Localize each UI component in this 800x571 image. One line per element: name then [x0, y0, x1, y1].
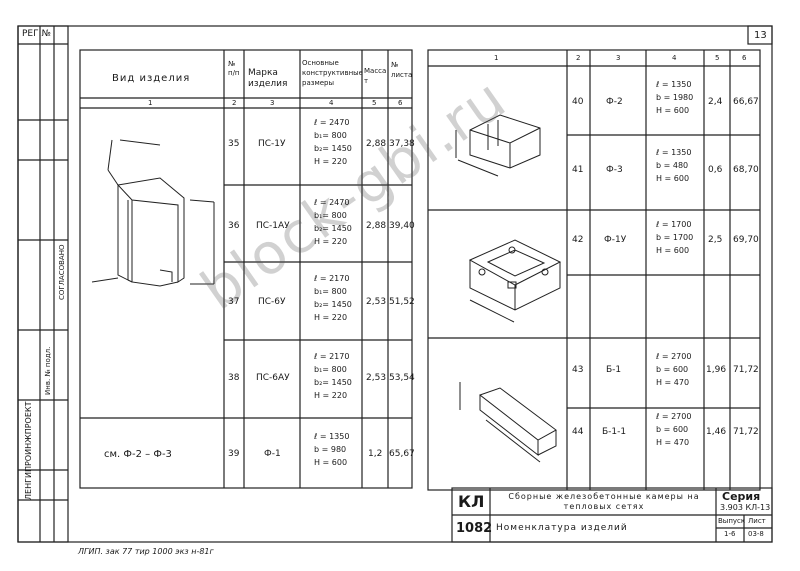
colnum-6: 6 — [398, 99, 403, 107]
list-value: 03-8 — [748, 530, 764, 538]
doc-title: Сборные железобетонные камеры на тепловы… — [508, 492, 700, 511]
footer-note: ЛГИП. зак 77 тир 1000 экз н-81г — [78, 547, 214, 556]
stamp-org: ЛЕНГИПРОИНЖПРОЕКТ — [24, 401, 33, 500]
seria-value: 3.903 КЛ-13 — [720, 503, 771, 512]
f2-sketch — [455, 114, 541, 177]
header-num: № п/п — [228, 60, 240, 77]
header-dims: Основные конструктивные размеры — [302, 59, 363, 87]
vypusk-value: 1-6 — [724, 530, 736, 538]
b1-sketch — [459, 382, 557, 463]
colnum-1: 1 — [148, 99, 153, 107]
header-sheet: № листа — [391, 61, 413, 79]
colnum-3: 3 — [270, 99, 275, 107]
code-top: КЛ — [458, 492, 485, 511]
seria-label: Серия — [722, 490, 761, 503]
colnum-2: 2 — [232, 99, 237, 107]
f1u-sketch — [468, 239, 562, 323]
colnum-4: 4 — [329, 99, 334, 107]
list-label: Лист — [748, 517, 766, 525]
stamp-inv: Инв. № подл. — [44, 346, 52, 395]
stamp-agreed: СОГЛАСОВАНО — [58, 244, 66, 300]
panel-sketch — [91, 139, 215, 287]
colnum-5: 5 — [372, 99, 377, 107]
sheet-mark: 13 — [754, 30, 767, 41]
code-bottom: 1082 — [456, 521, 493, 536]
header-mark: Марка изделия — [248, 68, 288, 89]
reg-number: РЕГ.№ — [22, 29, 51, 39]
vypusk-label: Выпуск — [718, 517, 746, 525]
doc-subtitle: Номенклатура изделий — [496, 523, 628, 533]
header-view: Вид изделия — [112, 73, 191, 84]
header-mass: Масса т — [364, 67, 387, 85]
